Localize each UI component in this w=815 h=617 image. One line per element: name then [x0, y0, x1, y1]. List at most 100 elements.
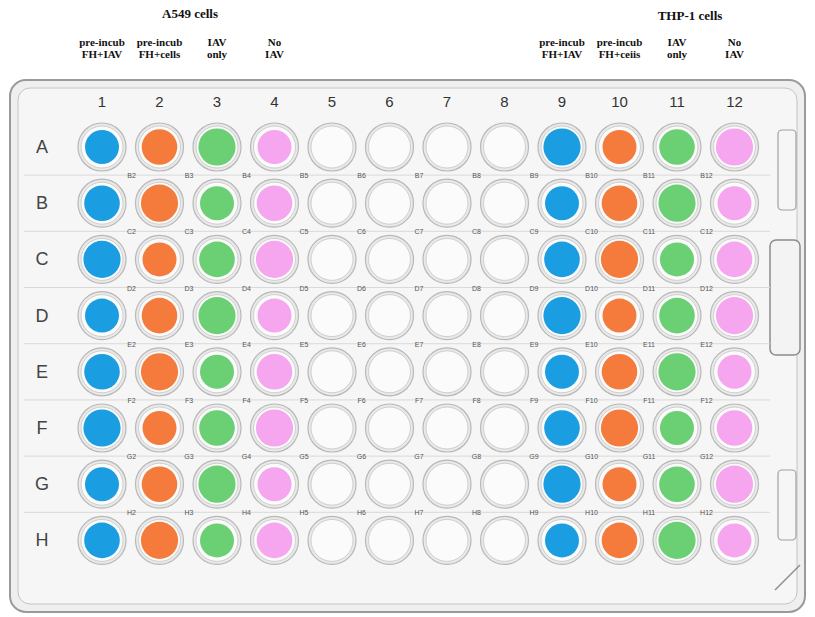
well — [423, 516, 471, 564]
well-code: G6 — [357, 453, 366, 460]
well-bottom — [139, 182, 181, 224]
well-rim — [366, 123, 414, 171]
well-bottom — [311, 295, 353, 337]
well-rim — [711, 348, 759, 396]
filled-well — [256, 409, 293, 446]
well-code: F8 — [472, 397, 480, 404]
well-rim — [653, 292, 701, 340]
well-rim — [596, 348, 644, 396]
well-rim — [538, 516, 586, 564]
well — [136, 348, 184, 396]
well-rim — [308, 235, 356, 283]
row-letter: G — [35, 474, 49, 495]
well-code: G11 — [643, 453, 656, 460]
well-rim — [193, 123, 241, 171]
well-bottom — [196, 351, 238, 393]
filled-well — [543, 466, 580, 503]
filled-well — [603, 299, 637, 333]
well-code: D3 — [185, 284, 194, 291]
well — [78, 179, 126, 227]
well — [78, 292, 126, 340]
well — [308, 516, 356, 564]
well-rim — [711, 123, 759, 171]
well — [596, 348, 644, 396]
well-code: C8 — [472, 228, 481, 235]
filled-well — [659, 129, 695, 165]
well — [711, 179, 759, 227]
well-bottom — [714, 463, 756, 505]
filled-well — [85, 130, 119, 164]
well-rim — [538, 179, 586, 227]
well-code: F10 — [585, 397, 597, 404]
well-bottom — [369, 238, 411, 280]
well-bottom — [426, 182, 468, 224]
well — [308, 123, 356, 171]
well — [193, 348, 241, 396]
well-bottom — [656, 351, 698, 393]
well-code: D9 — [530, 284, 539, 291]
well-code: G9 — [529, 453, 538, 460]
filled-well — [603, 467, 637, 501]
well-bottom — [484, 126, 526, 168]
well — [653, 292, 701, 340]
filled-well — [258, 467, 292, 501]
filled-well — [545, 186, 579, 220]
filled-well — [602, 354, 638, 390]
well-bottom — [599, 463, 641, 505]
well — [653, 460, 701, 508]
well-rim — [653, 179, 701, 227]
well — [538, 123, 586, 171]
well-bottom — [714, 238, 756, 280]
filled-well — [716, 128, 753, 165]
well-bottom — [369, 182, 411, 224]
well-rim — [193, 404, 241, 452]
well-bottom — [541, 238, 583, 280]
well-rim — [481, 235, 529, 283]
well — [251, 179, 299, 227]
well-bottom — [196, 519, 238, 561]
well-code: B7 — [415, 172, 424, 179]
well-code: C9 — [530, 228, 539, 235]
well-rim — [193, 292, 241, 340]
well-code: G5 — [299, 453, 308, 460]
well-rim — [596, 179, 644, 227]
well — [251, 123, 299, 171]
well-code: E10 — [585, 340, 597, 347]
well-code: C4 — [242, 228, 251, 235]
well — [423, 292, 471, 340]
column-header: IAV only — [201, 36, 233, 60]
well-code: G8 — [472, 453, 481, 460]
well — [596, 235, 644, 283]
well-code: G12 — [700, 453, 713, 460]
well-rim — [596, 235, 644, 283]
filled-well — [660, 242, 694, 276]
column-number: 8 — [500, 93, 508, 110]
well-bottom — [254, 463, 296, 505]
filled-well — [258, 130, 292, 164]
well-code: D2 — [127, 284, 136, 291]
well-code: B12 — [700, 172, 712, 179]
well-rim — [653, 404, 701, 452]
well-bottom — [196, 463, 238, 505]
well — [251, 348, 299, 396]
filled-well — [545, 355, 579, 389]
well-rim — [366, 235, 414, 283]
plate-corner — [775, 565, 800, 590]
well-rim — [308, 292, 356, 340]
well-code: E2 — [127, 340, 136, 347]
well — [423, 235, 471, 283]
column-number: 4 — [270, 93, 278, 110]
well-bottom — [369, 407, 411, 449]
well-code: D11 — [643, 284, 655, 291]
well-bottom — [599, 407, 641, 449]
well-code: G7 — [414, 453, 423, 460]
well-code: D8 — [472, 284, 481, 291]
well — [78, 460, 126, 508]
well-grid — [24, 123, 770, 564]
well-rim — [481, 292, 529, 340]
well-code: G3 — [184, 453, 193, 460]
well-rim — [136, 123, 184, 171]
well — [308, 348, 356, 396]
well-code: G4 — [242, 453, 251, 460]
